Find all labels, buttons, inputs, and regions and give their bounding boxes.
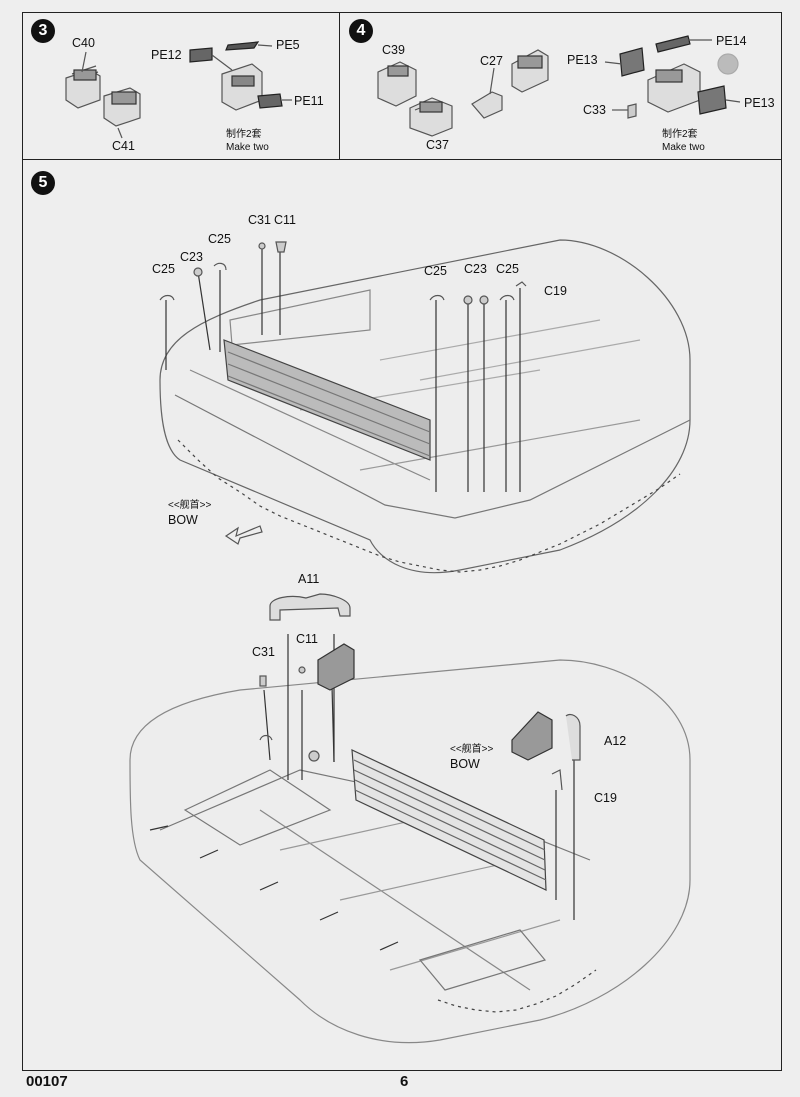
product-code: 00107: [26, 1073, 68, 1090]
lower-fence-drawing: [351, 749, 547, 891]
note-3-cn: 制作2套: [226, 129, 262, 140]
label-c40: C40: [72, 36, 95, 50]
part-assembly-3-drawing: [221, 63, 263, 111]
label-lower-c11: C11: [296, 632, 319, 646]
step-5-badge: 5: [31, 171, 55, 195]
label-upper-c25-a: C25: [208, 232, 231, 246]
label-pe13-left: PE13: [567, 53, 598, 67]
label-pe5: PE5: [276, 38, 300, 52]
label-lower-c31: C31: [252, 645, 275, 659]
upper-hull-drawing: [159, 239, 691, 574]
label-c27: C27: [480, 54, 503, 68]
step-4-badge: 4: [349, 19, 373, 43]
label-upper-c19: C19: [544, 284, 567, 298]
label-upper-c25-b: C25: [152, 262, 175, 276]
part-c39-drawing: [377, 61, 417, 107]
label-pe11: PE11: [294, 94, 324, 108]
label-upper-c23-b: C23: [464, 262, 487, 276]
label-lower-c19: C19: [594, 791, 617, 805]
part-c40-drawing: [65, 65, 101, 109]
label-c41: C41: [112, 139, 135, 153]
part-c41-drawing: [103, 87, 141, 127]
note-4-en: Make two: [662, 142, 705, 153]
label-upper-c25-d: C25: [496, 262, 519, 276]
step-3-badge: 3: [31, 19, 55, 43]
step-5-panel: [22, 159, 782, 1071]
note-3-en: Make two: [226, 142, 269, 153]
label-c33: C33: [583, 103, 606, 117]
label-upper-c31: C31: [248, 213, 271, 227]
label-pe12: PE12: [151, 48, 182, 62]
bow-label-lower-en: BOW: [450, 757, 480, 771]
label-upper-c11: C11: [274, 213, 297, 227]
label-upper-c25-c: C25: [424, 264, 447, 278]
bow-label-upper-en: BOW: [168, 513, 198, 527]
label-c39: C39: [382, 43, 405, 57]
label-pe14: PE14: [716, 34, 747, 48]
label-upper-c23-a: C23: [180, 250, 203, 264]
note-4-cn: 制作2套: [662, 129, 698, 140]
bow-label-upper-cn: <<舰首>>: [168, 500, 212, 511]
label-pe13-right: PE13: [744, 96, 775, 110]
lower-hull-drawing: [129, 659, 691, 1044]
part-c37-drawing: [409, 97, 453, 137]
label-lower-a11: A11: [298, 572, 320, 586]
upper-fence-drawing: [223, 339, 431, 461]
label-c37: C37: [426, 138, 449, 152]
page-number: 6: [400, 1073, 409, 1090]
label-lower-a12: A12: [604, 734, 627, 748]
bow-label-lower-cn: <<舰首>>: [450, 744, 494, 755]
